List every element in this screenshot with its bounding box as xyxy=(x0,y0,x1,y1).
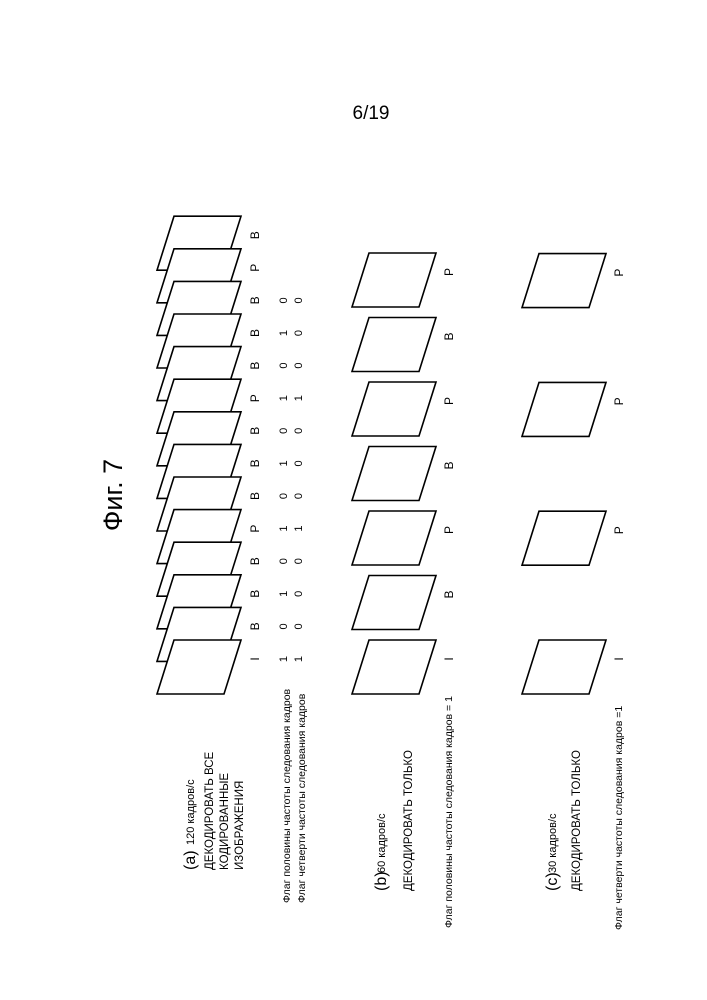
panel-b-flag-label: Флаг половины частоты следования кадров … xyxy=(443,696,455,928)
quarter-rate-flag-value: 0 xyxy=(293,493,305,499)
half-rate-flag-value: 0 xyxy=(278,558,290,564)
panel-c-rate: 30 кадров/с xyxy=(547,813,559,873)
panel-b-sequence: I B P B P B P xyxy=(352,253,456,694)
panel-b-label: (b) xyxy=(373,871,390,891)
panel-a-label: (a) xyxy=(182,850,199,870)
half-rate-flag-value: 1 xyxy=(278,526,290,532)
picture-type-letter: P xyxy=(612,269,626,277)
quarter-rate-flag-value: 0 xyxy=(293,363,305,369)
quarter-rate-flag-value: 0 xyxy=(293,558,305,564)
figure-title: Фиг. 7 xyxy=(98,459,128,531)
half-rate-flag-value: 1 xyxy=(278,460,290,466)
panel-b-rate: 60 кадров/с xyxy=(376,813,388,873)
picture-frame xyxy=(352,447,436,501)
picture-type-letter: B xyxy=(248,622,262,630)
picture-type-letter: B xyxy=(248,329,262,337)
panel-a-flag-half-label: Флаг половины частоты следования кадров xyxy=(281,688,293,903)
half-rate-flag-value: 0 xyxy=(278,428,290,434)
panel-c-label: (c) xyxy=(544,872,561,891)
quarter-rate-flag-value: 0 xyxy=(293,460,305,466)
picture-type-letter: B xyxy=(248,362,262,370)
quarter-rate-flag-value: 0 xyxy=(293,591,305,597)
quarter-rate-flag-value: 0 xyxy=(293,428,305,434)
half-rate-flag-value: 0 xyxy=(278,623,290,629)
picture-type-letter: P xyxy=(442,268,456,276)
quarter-rate-flag-value: 1 xyxy=(293,656,305,662)
half-rate-flag-value: 0 xyxy=(278,297,290,303)
picture-frame xyxy=(522,254,606,308)
picture-type-letter: P xyxy=(248,394,262,402)
panel-a-sequence: IBBBPBBBPBBBPB101010101010100010001000 xyxy=(157,216,305,694)
picture-frame xyxy=(522,640,606,694)
quarter-rate-flag-value: 0 xyxy=(293,623,305,629)
panel-c-text: (c) 30 кадров/с ДЕКОДИРОВАТЬ ТОЛЬКО Флаг… xyxy=(544,706,625,930)
half-rate-flag-value: 1 xyxy=(278,591,290,597)
picture-type-letter: B xyxy=(248,296,262,304)
panel-b-text: (b) 60 кадров/с ДЕКОДИРОВАТЬ ТОЛЬКО Флаг… xyxy=(373,696,455,928)
panel-c-flag-label: Флаг четверти частоты следования кадров … xyxy=(613,706,625,930)
panel-a-desc-line-3: ИЗОБРАЖЕНИЯ xyxy=(234,781,246,870)
panel-c-desc-line-1: ДЕКОДИРОВАТЬ ТОЛЬКО xyxy=(571,750,583,891)
picture-type-letter: B xyxy=(248,557,262,565)
panel-c-sequence: I P P P xyxy=(522,254,626,694)
picture-type-letter: B xyxy=(248,231,262,239)
picture-type-letter: B xyxy=(442,590,456,598)
picture-frame xyxy=(352,318,436,372)
panel-a-text: (a) 120 кадров/с ДЕКОДИРОВАТЬ ВСЕ КОДИРО… xyxy=(182,688,308,903)
quarter-rate-flag-value: 1 xyxy=(293,526,305,532)
picture-type-letter: B xyxy=(248,590,262,598)
picture-type-letter: B xyxy=(248,492,262,500)
picture-type-letter: B xyxy=(248,459,262,467)
picture-frame xyxy=(352,511,436,565)
half-rate-flag-value: 1 xyxy=(278,656,290,662)
picture-type-letter: P xyxy=(612,397,626,405)
picture-type-letter: I xyxy=(442,657,456,660)
picture-type-letter: B xyxy=(248,427,262,435)
picture-type-letter: B xyxy=(442,461,456,469)
panel-a-rate: 120 кадров/с xyxy=(185,779,197,845)
panel-b-desc-line-1: ДЕКОДИРОВАТЬ ТОЛЬКО xyxy=(403,750,415,891)
picture-type-letter: P xyxy=(612,526,626,534)
picture-frame xyxy=(352,382,436,436)
half-rate-flag-value: 0 xyxy=(278,363,290,369)
picture-frame xyxy=(522,511,606,565)
quarter-rate-flag-value: 1 xyxy=(293,395,305,401)
panel-a-flag-quarter-label: Флаг четверти частоты следования кадров xyxy=(296,693,308,903)
half-rate-flag-value: 1 xyxy=(278,395,290,401)
half-rate-flag-value: 1 xyxy=(278,330,290,336)
picture-type-letter: P xyxy=(248,264,262,272)
panel-a-desc-line-2: КОДИРОВАННЫЕ xyxy=(219,773,231,870)
picture-type-letter: P xyxy=(248,525,262,533)
picture-type-letter: B xyxy=(442,332,456,340)
picture-type-letter: I xyxy=(612,657,626,660)
quarter-rate-flag-value: 0 xyxy=(293,330,305,336)
panel-a-desc-line-1: ДЕКОДИРОВАТЬ ВСЕ xyxy=(204,751,216,870)
picture-type-letter: P xyxy=(442,397,456,405)
picture-frame xyxy=(352,576,436,630)
picture-frame xyxy=(352,253,436,307)
half-rate-flag-value: 0 xyxy=(278,493,290,499)
picture-frame xyxy=(352,640,436,694)
quarter-rate-flag-value: 0 xyxy=(293,297,305,303)
picture-frame xyxy=(522,382,606,436)
picture-type-letter: I xyxy=(248,657,262,660)
picture-type-letter: P xyxy=(442,526,456,534)
